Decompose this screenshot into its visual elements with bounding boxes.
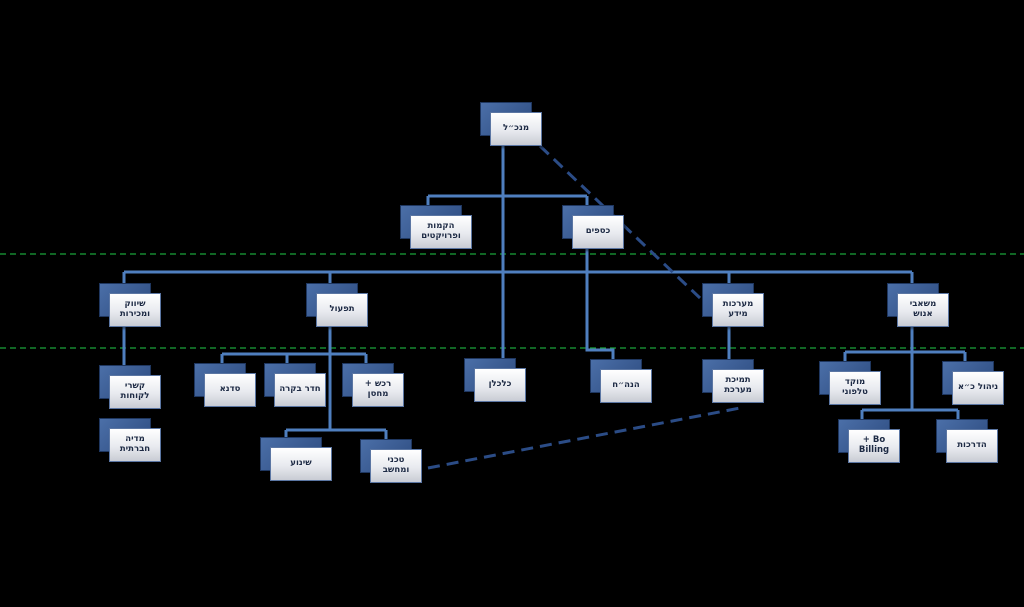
node-system-support[interactable]: תמיכת מערכת (702, 359, 764, 403)
dashed-links (427, 144, 741, 470)
node-label: ניהול כ״א (957, 382, 999, 393)
node-label: הקמות ופרויקטים (421, 221, 461, 241)
node-economist[interactable]: כלכלן (464, 358, 526, 402)
node-information-systems-box: מערכות מידע (712, 293, 764, 327)
node-label: מוקד טלפוני (842, 377, 868, 397)
node-label: מנכ״ל (503, 123, 529, 134)
node-setup-projects[interactable]: הקמות ופרויקטים (400, 205, 472, 249)
node-ceo[interactable]: מנכ״ל (480, 102, 542, 146)
connector-hr-branches (843, 324, 967, 424)
node-phone-center[interactable]: מוקד טלפוני (819, 361, 881, 405)
node-marketing-sales-box: שיווק ומכירות (109, 293, 161, 327)
node-system-support-box: תמיכת מערכת (712, 369, 764, 403)
node-hr-management-box: ניהול כ״א (952, 371, 1004, 405)
node-label: קשרי לקוחות (120, 381, 150, 401)
node-operations[interactable]: תפעול (306, 283, 368, 327)
node-training-box: הדרכות (946, 429, 998, 463)
node-finance-box: כספים (572, 215, 624, 249)
node-economist-box: כלכלן (474, 368, 526, 402)
node-label: כלכלן (488, 379, 512, 390)
node-computer-tech-box: טכני ומחשב (370, 449, 422, 483)
node-finance[interactable]: כספים (562, 205, 624, 249)
node-label: חדר בקרה (279, 384, 321, 395)
node-customer-relations[interactable]: קשרי לקוחות (99, 365, 161, 409)
node-phone-center-box: מוקד טלפוני (829, 371, 881, 405)
level-band-lines (0, 253, 1024, 349)
node-label: תמיכת מערכת (724, 375, 752, 395)
dashed-link-tech-support (427, 406, 741, 470)
node-training[interactable]: הדרכות (936, 419, 998, 463)
node-information-systems[interactable]: מערכות מידע (702, 283, 764, 327)
node-shipping-box: שינוע (270, 447, 332, 481)
node-bo-billing[interactable]: Bo + Billing (838, 419, 900, 463)
node-human-resources-box: משאבי אנוש (897, 293, 949, 327)
node-control-room-box: חדר בקרה (274, 373, 326, 407)
node-purchase-warehouse[interactable]: רכש + מחסן (342, 363, 404, 407)
node-customer-relations-box: קשרי לקוחות (109, 375, 161, 409)
node-workshop[interactable]: סדנא (194, 363, 256, 407)
node-label: שיווק ומכירות (119, 299, 151, 319)
node-label: הדרכות (957, 440, 987, 451)
node-control-room[interactable]: חדר בקרה (264, 363, 326, 407)
node-workshop-box: סדנא (204, 373, 256, 407)
node-hr-management[interactable]: ניהול כ״א (942, 361, 1004, 405)
node-label: מדיה חברתית (119, 434, 151, 454)
node-label: כספים (585, 226, 611, 237)
node-label: תפעול (329, 304, 355, 315)
node-bo-billing-box: Bo + Billing (848, 429, 900, 463)
node-computer-tech[interactable]: טכני ומחשב (360, 439, 422, 483)
node-label: שינוע (290, 458, 312, 469)
connector-finance-bookkeeping (585, 248, 615, 364)
node-label: סדנא (219, 384, 241, 395)
node-operations-box: תפעול (316, 293, 368, 327)
connector-operations-branches (220, 324, 388, 442)
node-label: מערכות מידע (722, 299, 754, 319)
tree-connectors (122, 146, 967, 442)
node-human-resources[interactable]: משאבי אנוש (887, 283, 949, 327)
node-bookkeeping[interactable]: הנה״ח (590, 359, 652, 403)
node-label: Bo + Billing (858, 435, 890, 455)
node-label: רכש + מחסן (364, 379, 392, 399)
node-shipping[interactable]: שינוע (260, 437, 332, 481)
node-corporate-media[interactable]: מדיה חברתית (99, 418, 161, 462)
node-setup-projects-box: הקמות ופרויקטים (410, 215, 472, 249)
node-marketing-sales[interactable]: שיווק ומכירות (99, 283, 161, 327)
node-bookkeeping-box: הנה״ח (600, 369, 652, 403)
node-corporate-media-box: מדיה חברתית (109, 428, 161, 462)
node-label: טכני ומחשב (382, 455, 410, 475)
connector-main-bus (122, 270, 914, 288)
node-label: משאבי אנוש (909, 299, 937, 319)
node-purchase-warehouse-box: רכש + מחסן (352, 373, 404, 407)
node-label: הנה״ח (612, 380, 640, 391)
node-ceo-box: מנכ״ל (490, 112, 542, 146)
